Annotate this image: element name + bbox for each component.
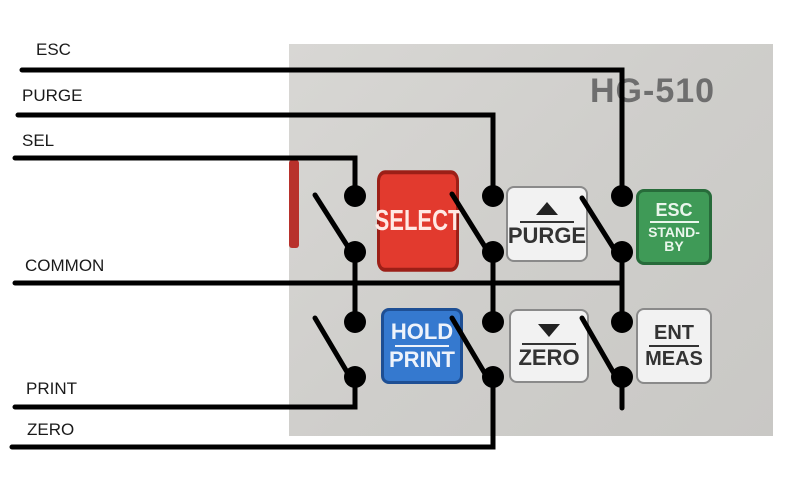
- esc-key-label: ESC: [655, 200, 693, 220]
- terminal-dot: [611, 185, 633, 207]
- panel-red-edge: [289, 160, 299, 248]
- esc-wire-label: ESC: [36, 40, 71, 59]
- zero-key[interactable]: ZERO: [509, 309, 589, 383]
- terminal-dot: [611, 241, 633, 263]
- model-number: HG-510: [590, 72, 716, 110]
- zero-wire: [9, 374, 496, 450]
- terminal-dot: [482, 311, 504, 333]
- terminal-dot: [344, 366, 366, 388]
- terminal-dot: [482, 366, 504, 388]
- hold-key-label: HOLD: [390, 319, 454, 344]
- purge-key-label: PURGE: [507, 222, 587, 248]
- key-divider: [649, 221, 699, 223]
- terminal-dot: [611, 311, 633, 333]
- switch-lever-esc: [579, 195, 619, 255]
- switch-lever-zero: [449, 315, 490, 380]
- sel-wire-label: SEL: [22, 131, 55, 150]
- zero-key-label: ZERO: [518, 344, 580, 370]
- esc-wire: [19, 67, 625, 199]
- terminal-dot: [611, 366, 633, 388]
- esc-standby-key[interactable]: ESC STAND-BY: [636, 189, 712, 265]
- select-key-label: SELECT: [374, 204, 462, 237]
- switch-lever-purge: [449, 191, 490, 253]
- select-key[interactable]: SELECT: [374, 170, 462, 272]
- ent-key-label: ENT: [654, 322, 694, 344]
- up-triangle-icon: [536, 201, 558, 215]
- standby-key-label: STAND-BY: [648, 224, 700, 254]
- purge-wire: [15, 112, 496, 199]
- key-divider: [522, 342, 576, 345]
- down-triangle-icon: [538, 323, 560, 337]
- terminal-dot: [344, 311, 366, 333]
- terminal-dot: [344, 241, 366, 263]
- meas-key-label: MEAS: [645, 348, 703, 370]
- zero-wire-label: ZERO: [27, 420, 75, 439]
- key-divider: [395, 345, 449, 347]
- switch-lever-print: [312, 315, 353, 380]
- print-wire-label: PRINT: [26, 379, 77, 398]
- ent-meas-key[interactable]: ENT MEAS: [636, 308, 712, 384]
- purge-wire-label: PURGE: [22, 86, 83, 105]
- key-divider: [648, 345, 700, 347]
- key-divider: [519, 220, 575, 223]
- switch-lever-sel: [312, 192, 353, 253]
- terminal-dot: [344, 185, 366, 207]
- print-key-label: PRINT: [389, 347, 455, 372]
- terminal-dot: [482, 185, 504, 207]
- purge-key[interactable]: PURGE: [506, 186, 588, 262]
- sel-wire: [12, 155, 358, 199]
- terminal-dot: [482, 241, 504, 263]
- hold-print-key[interactable]: HOLD PRINT: [381, 308, 463, 384]
- common-wire-label: COMMON: [25, 256, 105, 275]
- switch-lever-ent: [579, 315, 619, 380]
